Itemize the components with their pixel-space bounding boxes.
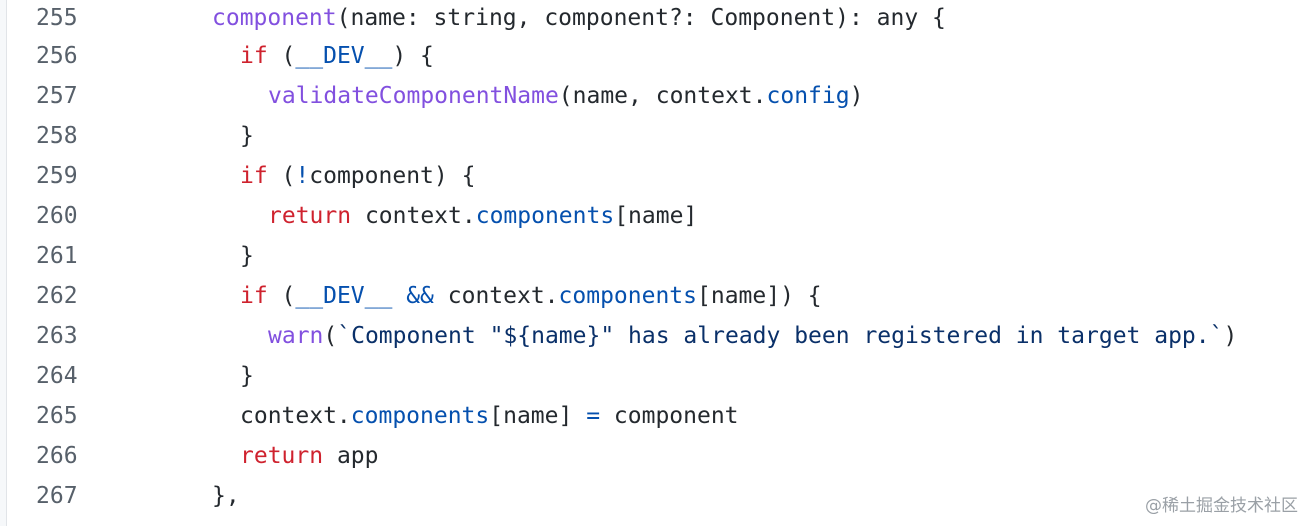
code-line: 267}, <box>0 476 1316 516</box>
code-token: components <box>558 283 698 309</box>
code-line: 257 validateComponentName(name, context.c… <box>0 76 1316 116</box>
line-number[interactable]: 261 <box>36 243 78 269</box>
code-token: }, <box>212 483 240 509</box>
left-border <box>0 0 7 526</box>
code-token: ( <box>267 163 296 189</box>
line-number[interactable]: 259 <box>36 163 78 189</box>
code-token: component <box>600 403 739 429</box>
code-token: && <box>406 283 434 309</box>
code-line: 259 if (!component) { <box>0 156 1316 196</box>
code-token <box>392 283 406 309</box>
code-text: component(name: string, component?: Comp… <box>212 0 946 36</box>
code-text: } <box>240 116 254 156</box>
code-token: [name] <box>614 203 698 229</box>
code-token: (name: string, component?: Component): a… <box>336 5 946 31</box>
code-token: __DEV__ <box>295 283 393 309</box>
code-token: context. <box>351 203 476 229</box>
line-number[interactable]: 263 <box>36 323 78 349</box>
code-token: ( <box>267 283 296 309</box>
code-token: return <box>268 203 352 229</box>
code-token: ( <box>323 323 338 349</box>
code-token: components <box>350 403 490 429</box>
code-token: ) <box>849 83 864 109</box>
code-token: `Component "${name}" has already been re… <box>337 323 1224 349</box>
code-token: } <box>240 243 254 269</box>
line-number[interactable]: 264 <box>36 363 78 389</box>
code-text: if (!component) { <box>240 156 475 196</box>
code-text: return app <box>240 436 378 476</box>
code-token: [name]) { <box>697 283 822 309</box>
line-number[interactable]: 262 <box>36 283 78 309</box>
code-text: validateComponentName(name, context.conf… <box>268 76 863 116</box>
code-line: 265 context.components[name] = component <box>0 396 1316 436</box>
code-text: }, <box>212 476 240 516</box>
code-line: 264} <box>0 356 1316 396</box>
code-token: validateComponentName <box>268 83 559 109</box>
line-number[interactable]: 260 <box>36 203 78 229</box>
line-number[interactable]: 257 <box>36 83 78 109</box>
code-text: } <box>240 356 254 396</box>
code-text: return context.components[name] <box>268 196 697 236</box>
line-number[interactable]: 255 <box>36 5 78 31</box>
code-token: __DEV__ <box>295 43 393 69</box>
code-line: 256 if (__DEV__) { <box>0 36 1316 76</box>
code-token: (name, context. <box>558 83 767 109</box>
code-token: = <box>586 403 601 429</box>
code-token: context. <box>240 403 351 429</box>
code-token: if <box>240 43 268 69</box>
code-line: 261} <box>0 236 1316 276</box>
code-token: return <box>240 443 324 469</box>
watermark: @稀土掘金技术社区 <box>1145 496 1298 516</box>
code-token: component <box>212 5 337 31</box>
code-text: } <box>240 236 254 276</box>
code-token: ) <box>1223 323 1238 349</box>
code-line: 258} <box>0 116 1316 156</box>
code-token: [name] <box>489 403 587 429</box>
code-text: if (__DEV__) { <box>240 36 434 76</box>
code-token: } <box>240 363 254 389</box>
code-token: if <box>240 283 268 309</box>
line-number[interactable]: 265 <box>36 403 78 429</box>
code-token: component) { <box>309 163 476 189</box>
code-token: components <box>475 203 615 229</box>
code-token: context. <box>433 283 559 309</box>
code-token: ( <box>267 43 296 69</box>
code-line: 255 component(name: string, component?: C… <box>0 0 1316 36</box>
line-number[interactable]: 256 <box>36 43 78 69</box>
code-token: ! <box>295 163 310 189</box>
code-line: 262 if (__DEV__ && context.components[nam… <box>0 276 1316 316</box>
line-number[interactable]: 267 <box>36 483 78 509</box>
code-token: ) { <box>392 43 434 69</box>
code-text: warn(`Component "${name}" has already be… <box>268 316 1237 356</box>
line-number[interactable]: 266 <box>36 443 78 469</box>
code-token: } <box>240 123 254 149</box>
code-token: app <box>323 443 379 469</box>
code-token: config <box>766 83 850 109</box>
code-line: 266 return app <box>0 436 1316 476</box>
code-text: if (__DEV__ && context.components[name])… <box>240 276 822 316</box>
code-text: context.components[name] = component <box>240 396 739 436</box>
code-line: 260 return context.components[name] <box>0 196 1316 236</box>
code-token: warn <box>268 323 324 349</box>
code-token: if <box>240 163 268 189</box>
code-line: 263 warn(`Component "${name}" has already… <box>0 316 1316 356</box>
line-number[interactable]: 258 <box>36 123 78 149</box>
